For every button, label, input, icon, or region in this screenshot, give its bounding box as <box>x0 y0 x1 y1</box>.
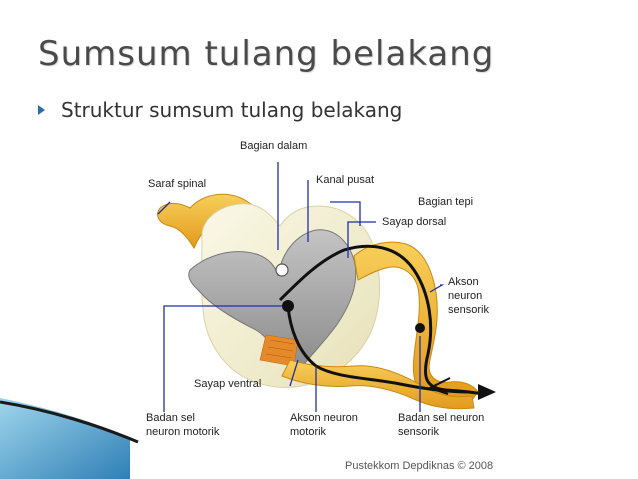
image-credit: Pustekkom Depdiknas © 2008 <box>345 460 494 472</box>
central-canal <box>275 263 289 277</box>
ventral-root-fibers <box>259 334 299 367</box>
triangle-bullet-icon <box>38 105 45 115</box>
label-akson-motorik-line1: Akson neuron <box>290 412 358 424</box>
leader-lines <box>157 162 445 412</box>
label-badan-sel-motorik-line2: neuron motorik <box>146 426 220 438</box>
label-bagian-tepi: Bagian tepi <box>418 196 474 208</box>
label-badan-sel-sensorik-line1: Badan sel neuron <box>398 412 485 424</box>
label-akson-neuron-sensorik-line3: sensorik <box>448 304 489 316</box>
label-sayap-dorsal: Sayap dorsal <box>382 216 447 228</box>
label-kanal-pusat: Kanal pusat <box>316 174 375 186</box>
label-badan-sel-motorik-line1: Badan sel <box>146 412 195 424</box>
output-arrow-icon <box>478 384 496 400</box>
grey-matter <box>188 229 357 367</box>
label-bagian-dalam: Bagian dalam <box>240 140 308 152</box>
spinal-cord-diagram: Bagian dalam Saraf spinal Kanal pusat Ba… <box>130 130 520 479</box>
spinal-cord-illustration <box>157 162 496 412</box>
slide-title: Sumsum tulang belakang <box>38 34 495 74</box>
label-akson-motorik-line2: motorik <box>290 426 327 438</box>
label-akson-neuron-sensorik-line1: Akson <box>448 276 479 288</box>
bullet-item: Struktur sumsum tulang belakang <box>38 98 402 122</box>
decorative-corner-swoosh <box>0 398 139 479</box>
bullet-text: Struktur sumsum tulang belakang <box>61 98 403 122</box>
label-akson-neuron-sensorik-line2: neuron <box>448 290 483 302</box>
label-saraf-spinal: Saraf spinal <box>148 178 207 190</box>
label-sayap-ventral: Sayap ventral <box>194 378 262 390</box>
motor-neuron-cell-body <box>282 300 294 312</box>
label-badan-sel-sensorik-line2: sensorik <box>398 426 439 438</box>
sensory-neuron-cell-body <box>415 323 425 333</box>
input-arrow-icon <box>427 377 451 395</box>
